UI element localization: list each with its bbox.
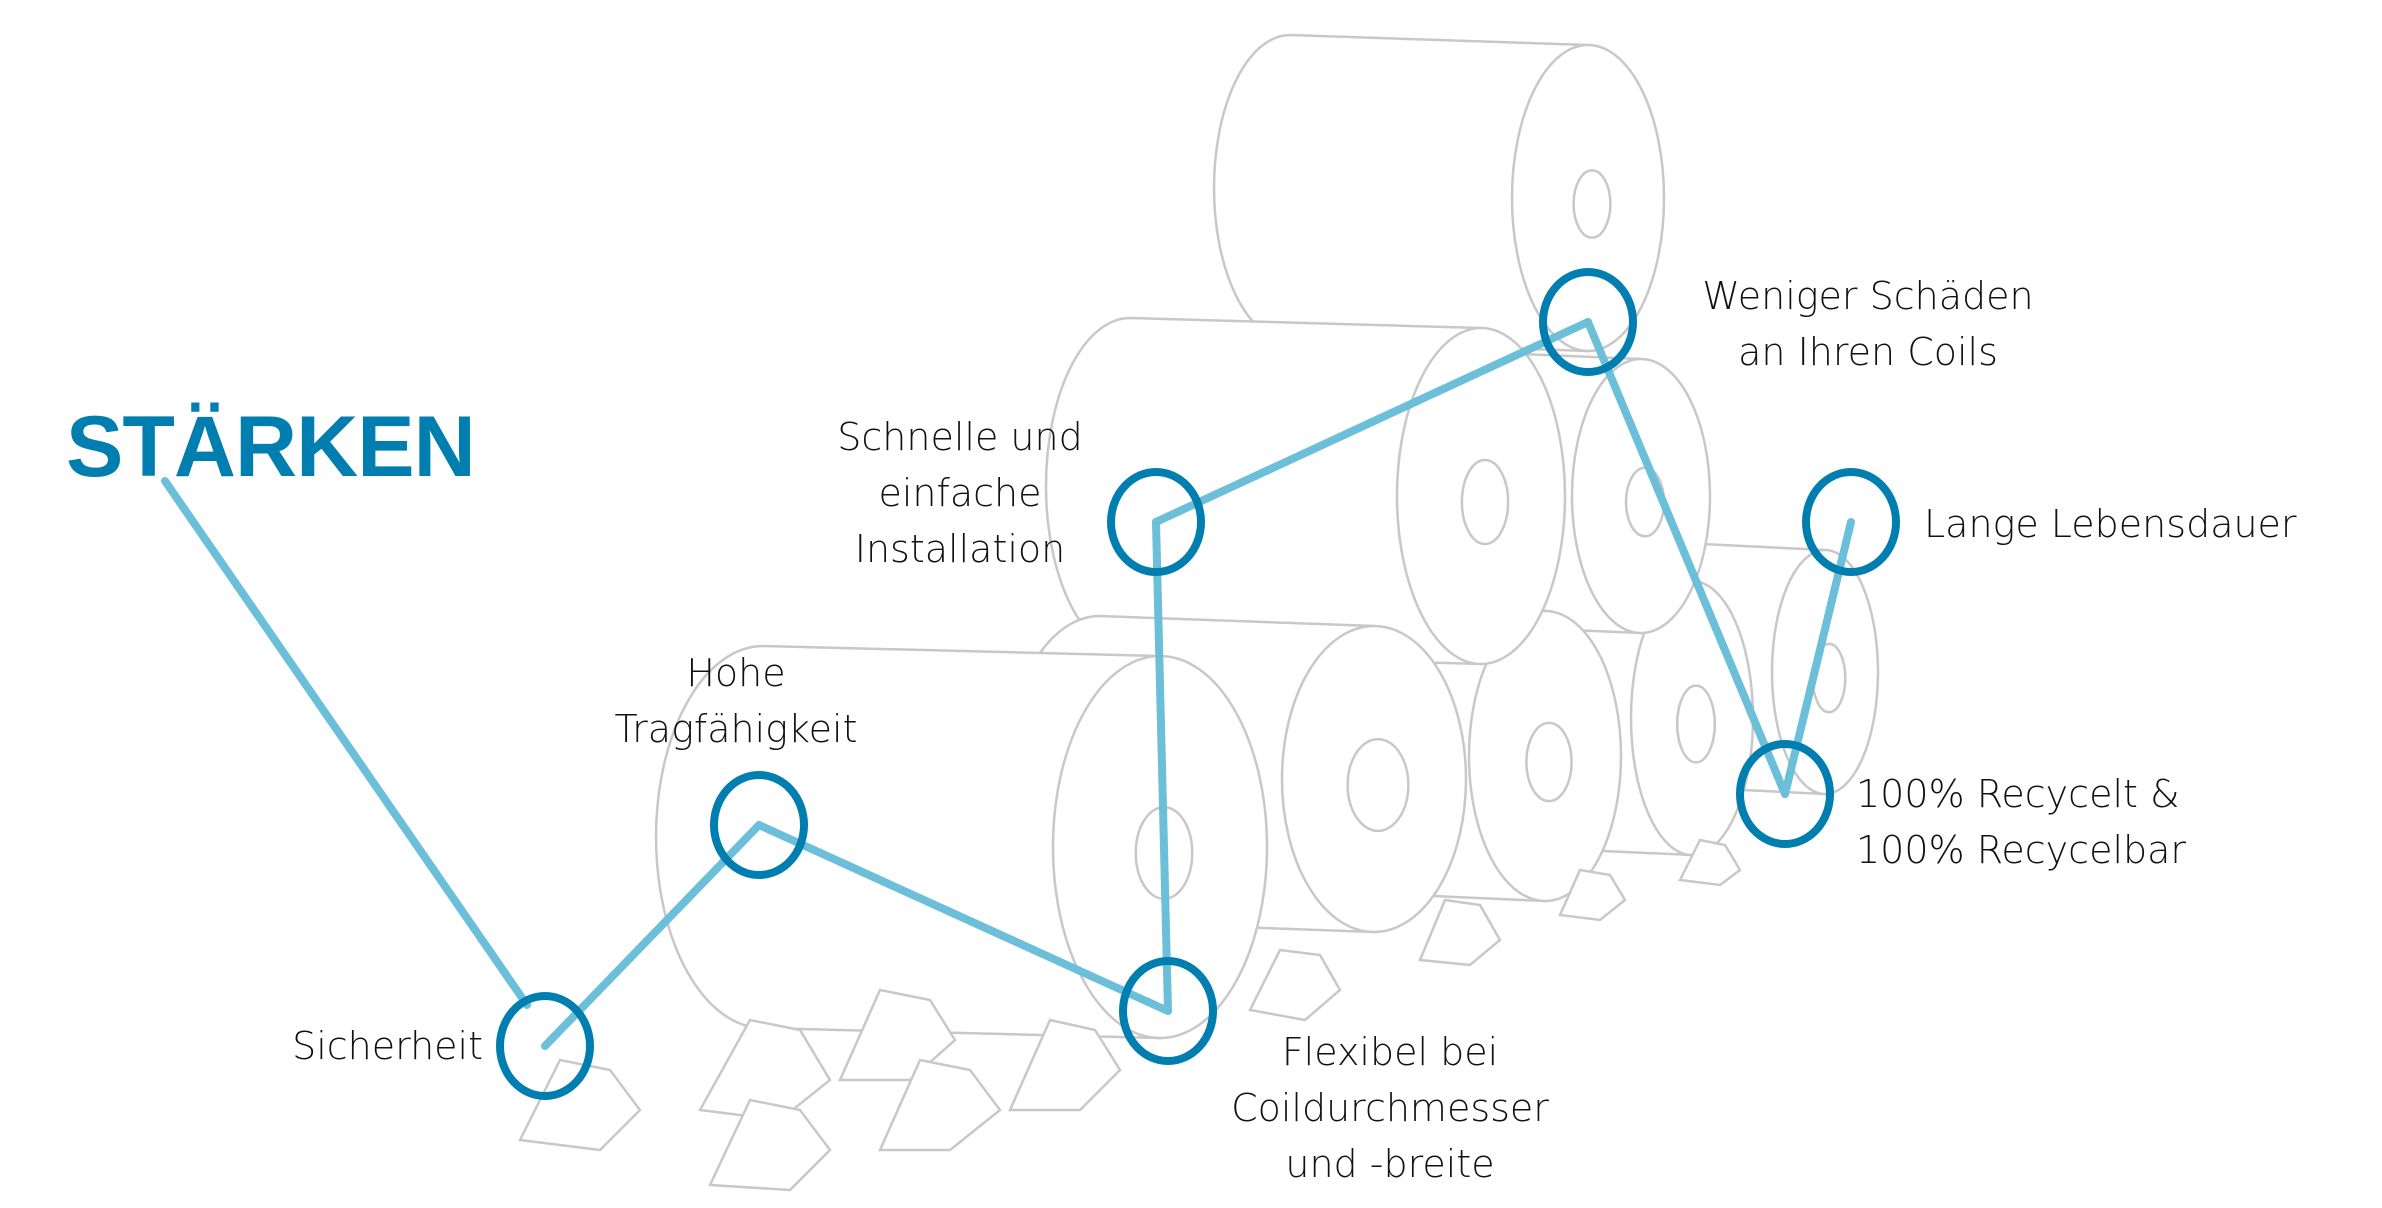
marker-sicherheit [496, 992, 594, 1100]
label-line: Installation [854, 527, 1066, 571]
coil-hole [1675, 684, 1717, 764]
label-line: 100% Recycelt & [1856, 772, 2180, 816]
coil-hole [1460, 458, 1510, 546]
marker-recycelt [1736, 740, 1834, 848]
label-flexibel: Flexibel bei Coildurchmesser und -breite [1231, 1024, 1549, 1192]
marker-lebensdauer [1802, 468, 1900, 576]
coil-body [654, 644, 1162, 1040]
label-line: Flexibel bei [1281, 1030, 1499, 1074]
marker-tragfaehigkeit [710, 771, 808, 879]
coil-chocks [518, 838, 1742, 1192]
marker-flexibel [1119, 957, 1217, 1065]
label-line: Weniger Schäden [1702, 274, 2034, 318]
label-lebensdauer: Lange Lebensdauer [1924, 496, 2297, 552]
coil-face [1395, 326, 1567, 666]
connector-installation-schaeden [1152, 318, 1592, 526]
coil-hole [1525, 721, 1573, 803]
label-installation: Schnelle und einfache Installation [837, 409, 1082, 577]
coil-face [1770, 548, 1880, 796]
page-title: STÄRKEN [66, 399, 476, 495]
label-line: Coildurchmesser [1231, 1086, 1549, 1130]
coil-hole [1346, 737, 1410, 833]
label-line: an Ihren Coils [1738, 330, 1998, 374]
label-line: Lange Lebensdauer [1924, 502, 2297, 546]
label-line: und -breite [1285, 1142, 1495, 1186]
connector-title-sicherheit [161, 477, 531, 1009]
coil-hole [1572, 169, 1612, 239]
coil [1212, 33, 1666, 353]
label-line: Sicherheit [292, 1024, 483, 1068]
coil-face [1510, 43, 1666, 353]
label-sicherheit: Sicherheit [292, 1018, 483, 1074]
label-recycelt: 100% Recycelt & 100% Recycelbar [1856, 766, 2186, 878]
label-tragfaehigkeit: Hohe Tragfähigkeit [615, 645, 858, 757]
coil-face [1280, 624, 1468, 934]
label-line: Schnelle und [837, 415, 1083, 459]
label-line: Hohe [686, 651, 786, 695]
marker-installation [1107, 468, 1205, 576]
connector-flexibel-installation [1152, 518, 1172, 1015]
connector-schaeden-recycelt [1584, 318, 1789, 798]
label-schaeden: Weniger Schäden an Ihren Coils [1702, 268, 2033, 380]
steel-coils [654, 33, 1880, 1040]
coil-face [1570, 357, 1712, 635]
marker-schaeden [1539, 268, 1637, 376]
coil-face [1467, 609, 1623, 903]
label-line: 100% Recycelbar [1856, 828, 2187, 872]
connector-tragfaehigkeit-flexibel [755, 821, 1172, 1015]
label-line: einfache [878, 471, 1042, 515]
label-line: Tragfähigkeit [614, 707, 858, 751]
marker-circles [496, 268, 1900, 1100]
